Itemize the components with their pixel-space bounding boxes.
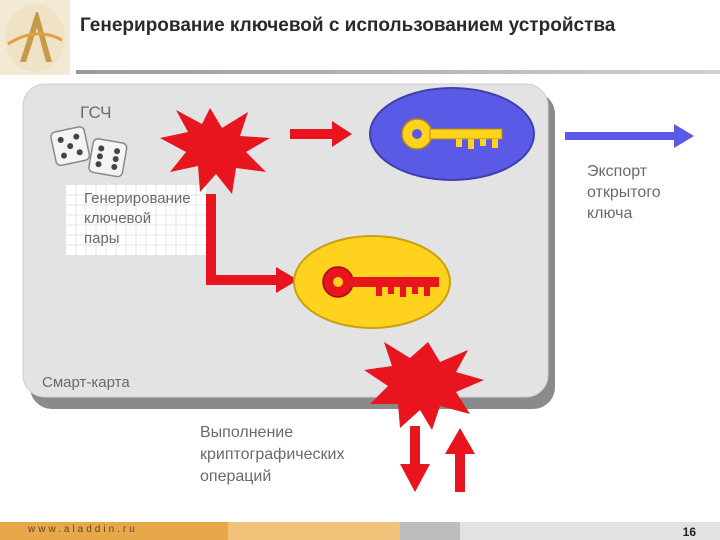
crypto-arrows [400,426,475,492]
aladdin-logo [0,0,70,75]
dice-icon [50,126,128,178]
slide-title: Генерирование ключевой с использованием … [80,15,616,36]
footer-url[interactable]: www.aladdin.ru [28,524,138,535]
arrow-to-private-key [206,194,298,293]
private-key-icon [293,235,451,329]
title-divider [76,70,720,74]
keypair-label: Генерирование ключевой пары [84,190,191,247]
crypto-label: Выполнение криптографических операций [200,424,345,485]
export-label: Экспорт открытого ключа [587,163,661,222]
grid-paper-icon [66,185,206,255]
smart-card-label: Смарт-карта [42,374,130,391]
page-number: 16 [682,525,696,539]
export-arrow [565,124,694,148]
rng-label: ГСЧ [80,103,112,122]
burst-icon [160,108,270,194]
burst-icon [364,342,484,430]
public-key-icon [369,87,535,181]
footer-bar [0,522,720,540]
arrow-to-public-key [290,121,352,147]
